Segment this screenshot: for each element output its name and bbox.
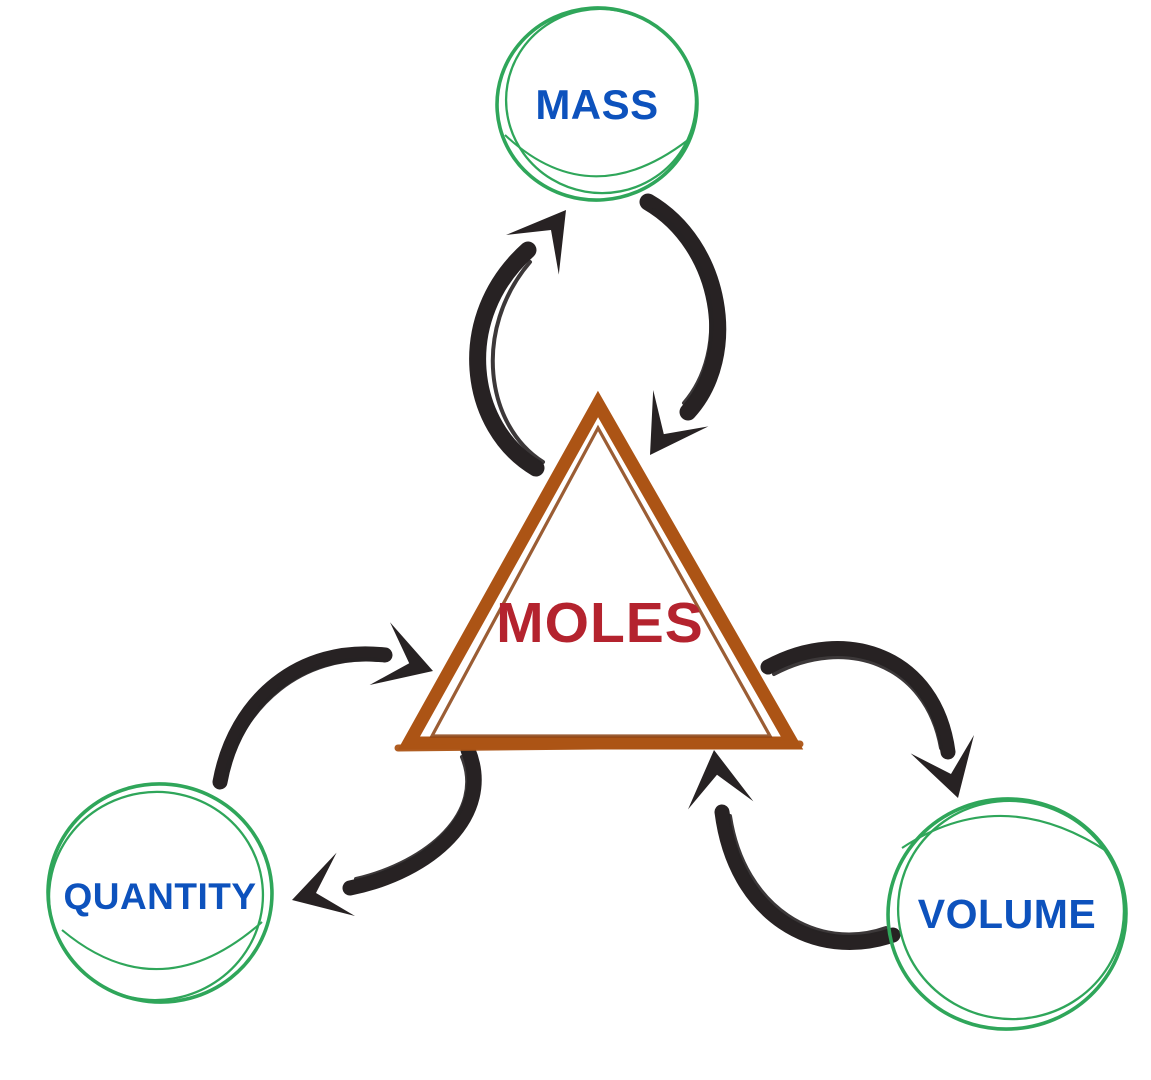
arrow-moles-to-volume xyxy=(760,641,974,798)
volume-label: VOLUME xyxy=(918,891,1096,937)
node-quantity-circle: QUANTITY xyxy=(46,782,274,1004)
quantity-label: QUANTITY xyxy=(63,876,256,917)
triangle-inner-sketch-line xyxy=(429,424,773,738)
arrow-curve xyxy=(714,804,901,950)
quantity-ring-outer xyxy=(46,782,274,1004)
arrow-mass-to-moles xyxy=(639,193,727,455)
mass-ring-sketch-arc xyxy=(504,134,689,178)
arrow-curve xyxy=(760,641,956,760)
quantity-ring-sketch-arc xyxy=(61,921,263,971)
arrow-brush-texture xyxy=(772,655,943,750)
volume-ring-sketch-arc xyxy=(901,814,1109,853)
arrow-brush-texture xyxy=(354,755,470,881)
mass-label: MASS xyxy=(535,81,658,128)
arrowhead-down-icon xyxy=(910,735,974,798)
arrow-brush-texture xyxy=(224,657,380,776)
arrow-brush-texture xyxy=(728,814,888,937)
arrow-curve xyxy=(639,193,727,421)
arrow-volume-to-moles xyxy=(688,750,901,950)
arrow-quantity-to-moles xyxy=(212,622,433,790)
triangle-base-brush-stroke xyxy=(394,740,804,752)
arrowhead-left-icon xyxy=(292,852,355,916)
node-mass-circle: MASS xyxy=(495,6,699,202)
arrow-brush-texture xyxy=(490,260,545,464)
arrow-curve xyxy=(469,241,545,477)
arrowhead-down-icon xyxy=(650,390,709,455)
arrow-curve xyxy=(212,646,393,790)
node-moles-triangle: MOLES xyxy=(394,390,804,752)
moles-label: MOLES xyxy=(496,591,704,655)
arrowhead-up-icon xyxy=(688,750,754,810)
quantity-ring-echo xyxy=(47,790,265,1002)
mass-ring-echo xyxy=(504,7,698,195)
node-volume-circle: VOLUME xyxy=(886,797,1128,1031)
arrow-moles-to-quantity xyxy=(292,742,482,916)
arrow-brush-texture xyxy=(652,208,714,405)
volume-ring-outer xyxy=(886,797,1128,1031)
arrowhead-right-icon xyxy=(369,622,433,685)
arrowhead-up-icon xyxy=(506,210,566,275)
triangle-outline xyxy=(397,390,804,750)
arrow-moles-to-mass xyxy=(469,210,566,477)
volume-ring-echo xyxy=(896,799,1126,1021)
arrow-curve xyxy=(342,742,482,896)
